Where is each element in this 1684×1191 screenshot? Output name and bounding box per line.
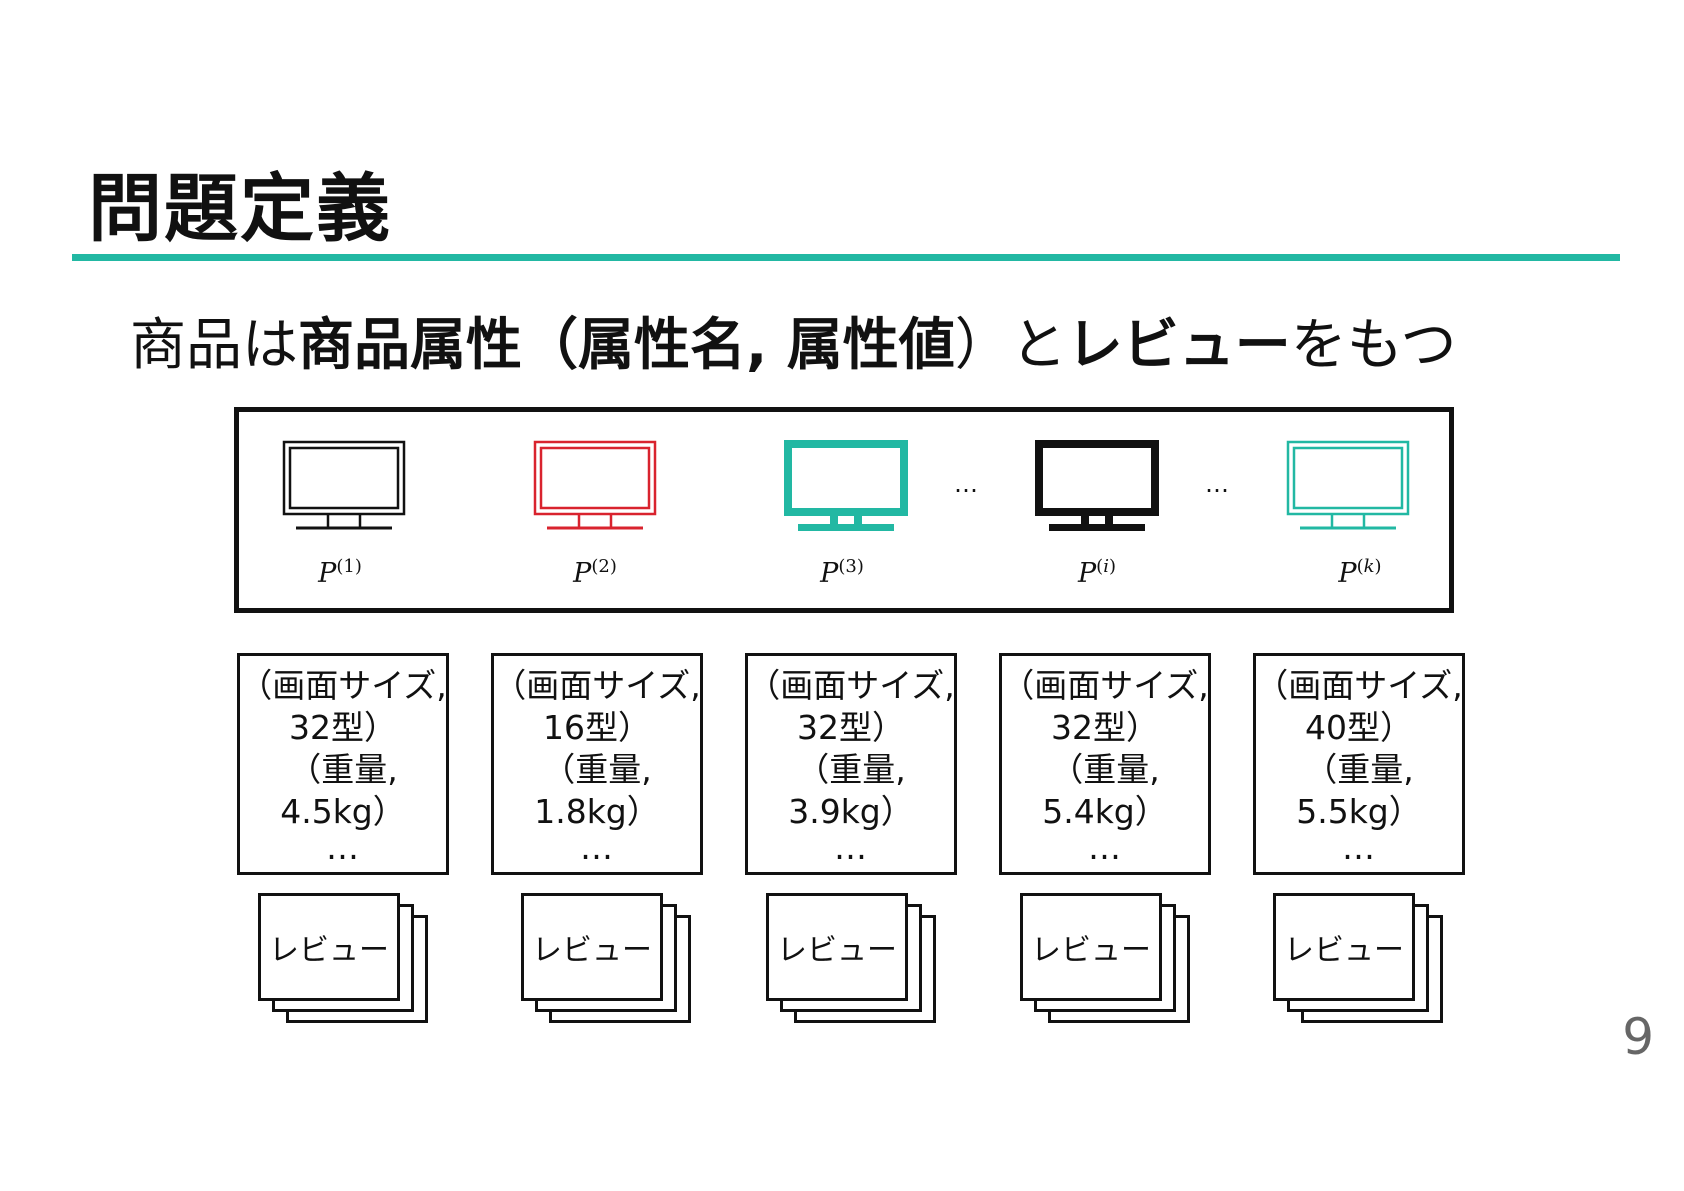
product-symbol: P (1338, 558, 1357, 589)
review-card: レビュー (521, 893, 663, 1001)
attribute-box: （画面サイズ, 32型） （重量, 3.9kg） … (745, 653, 957, 875)
product-index-value: i (1103, 556, 1109, 577)
attribute-box: （画面サイズ, 40型） （重量, 5.5kg） … (1253, 653, 1465, 875)
title-underline (72, 254, 1620, 261)
product-index: (3) (838, 556, 864, 577)
product-index-value: 3 (845, 556, 857, 577)
review-label: レビュー (532, 933, 652, 968)
attribute-line: （画面サイズ, (747, 666, 955, 705)
subtitle-part-bold: （ (522, 313, 578, 378)
attribute-line: （重量, (542, 750, 652, 789)
attribute-line: （画面サイズ, (1001, 666, 1209, 705)
attribute-line: 4.5kg） (280, 792, 406, 831)
review-label: レビュー (1031, 933, 1151, 968)
attribute-line: 32型） (289, 708, 397, 747)
attribute-more: … (326, 828, 360, 867)
review-label: レビュー (269, 933, 389, 968)
review-stack: レビュー (258, 893, 428, 1023)
review-card: レビュー (1020, 893, 1162, 1001)
product-index-value: 1 (343, 556, 355, 577)
product-label: P(i) (1035, 556, 1159, 589)
subtitle-part: をもつ (1290, 313, 1457, 378)
review-card: レビュー (766, 893, 908, 1001)
subtitle-part: 商品は (130, 313, 298, 378)
attribute-line: （重量, (288, 750, 398, 789)
tv-monitor-icon (282, 440, 406, 530)
subtitle-part-bold: 属性名, 属性値 (578, 313, 955, 378)
attribute-line: （重量, (1304, 750, 1414, 789)
subtitle-part-bold: レビュー (1066, 313, 1291, 378)
attribute-box: （画面サイズ, 32型） （重量, 4.5kg） … (237, 653, 449, 875)
attribute-line: 32型） (1051, 708, 1159, 747)
product-symbol: P (1078, 558, 1097, 589)
product-label: P(2) (533, 556, 657, 589)
review-stack: レビュー (766, 893, 936, 1023)
product-index-value: k (1363, 556, 1375, 577)
attribute-line: 5.4kg） (1042, 792, 1168, 831)
attribute-more: … (580, 828, 614, 867)
attribute-more: … (1088, 828, 1122, 867)
attribute-line: 3.9kg） (788, 792, 914, 831)
subtitle-part-bold: 商品属性 (298, 313, 522, 378)
attribute-line: 40型） (1305, 708, 1413, 747)
page-number: 9 (1622, 1008, 1654, 1066)
review-label: レビュー (777, 933, 897, 968)
review-card: レビュー (1273, 893, 1415, 1001)
attribute-line: （画面サイズ, (1255, 666, 1463, 705)
attribute-line: （重量, (796, 750, 906, 789)
subtitle: 商品は商品属性（属性名, 属性値）とレビューをもつ (130, 318, 1457, 374)
slide-title: 問題定義 (88, 166, 392, 252)
attribute-line: （画面サイズ, (239, 666, 447, 705)
product-index-value: 2 (598, 556, 610, 577)
review-label: レビュー (1284, 933, 1404, 968)
product-index: (1) (336, 556, 362, 577)
product-label: P(k) (1298, 556, 1422, 589)
product-index: (2) (591, 556, 617, 577)
attribute-more: … (834, 828, 868, 867)
attribute-box: （画面サイズ, 16型） （重量, 1.8kg） … (491, 653, 703, 875)
attribute-more: … (1342, 828, 1376, 867)
review-card: レビュー (258, 893, 400, 1001)
product-index: (k) (1356, 556, 1382, 577)
product-label: P(1) (278, 556, 402, 589)
attribute-line: （画面サイズ, (493, 666, 701, 705)
review-stack: レビュー (1273, 893, 1443, 1023)
attribute-line: （重量, (1050, 750, 1160, 789)
product-index: (i) (1096, 556, 1116, 577)
attribute-box: （画面サイズ, 32型） （重量, 5.4kg） … (999, 653, 1211, 875)
attribute-line: 32型） (797, 708, 905, 747)
tv-monitor-icon (1035, 440, 1159, 531)
subtitle-part: ）と (954, 313, 1067, 378)
product-symbol: P (573, 558, 592, 589)
product-frame (234, 407, 1454, 613)
attribute-line: 5.5kg） (1296, 792, 1422, 831)
attribute-line: 16型） (543, 708, 651, 747)
tv-monitor-icon (1286, 440, 1410, 530)
ellipsis: … (1205, 470, 1231, 498)
attribute-line: 1.8kg） (534, 792, 660, 831)
ellipsis: … (954, 470, 980, 498)
review-stack: レビュー (1020, 893, 1190, 1023)
review-stack: レビュー (521, 893, 691, 1023)
product-symbol: P (820, 558, 839, 589)
tv-monitor-icon (533, 440, 657, 530)
product-symbol: P (318, 558, 337, 589)
tv-monitor-icon (784, 440, 908, 531)
product-label: P(3) (780, 556, 904, 589)
